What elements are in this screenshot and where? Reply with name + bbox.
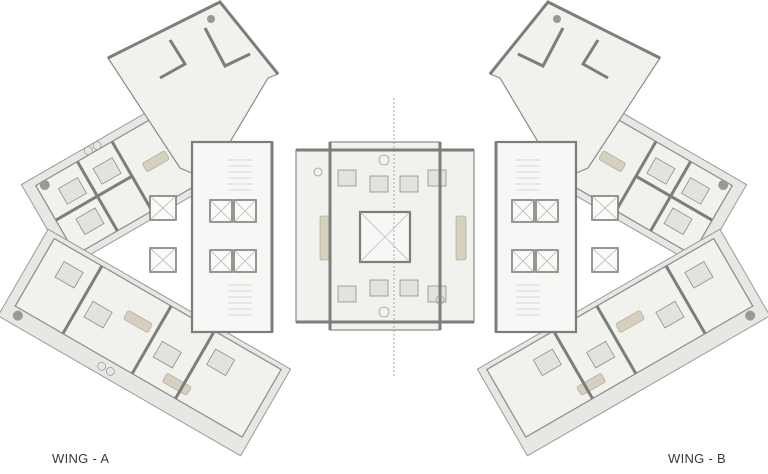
wing-b-plan	[476, 0, 768, 457]
wing-a-label: WING - A	[52, 451, 110, 466]
wing-a-core	[149, 140, 274, 334]
wing-a-plan	[0, 0, 292, 457]
wing-b-label: WING - B	[668, 451, 727, 466]
central-block-plan	[295, 98, 475, 378]
wing-a-lower-apartment	[0, 228, 292, 457]
